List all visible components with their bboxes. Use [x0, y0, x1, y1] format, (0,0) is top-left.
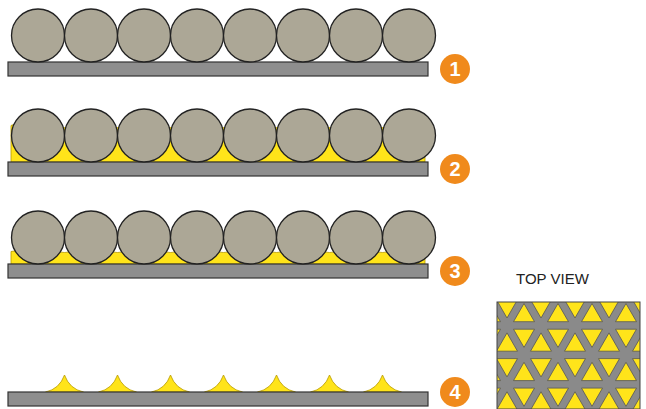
top-view-ground	[497, 302, 640, 409]
triangle-particle	[548, 362, 569, 380]
sphere	[383, 109, 436, 162]
triangle-particle	[616, 329, 637, 347]
triangle-particle	[497, 302, 518, 318]
triangle-particle	[514, 362, 535, 380]
sphere	[330, 9, 383, 62]
triangle-particle	[565, 302, 586, 318]
sphere	[65, 211, 118, 264]
callout-text: 2	[449, 159, 460, 179]
sphere	[224, 109, 277, 162]
nanoparticle	[99, 375, 137, 392]
callout-number: 2	[440, 154, 470, 184]
sphere	[224, 211, 277, 264]
sphere	[12, 211, 65, 264]
sphere	[277, 9, 330, 62]
nanoparticle	[311, 375, 349, 392]
callout-number: 3	[440, 256, 470, 286]
triangle-particle	[497, 392, 518, 409]
triangle-particle	[633, 333, 641, 351]
sphere-layer	[12, 211, 436, 264]
sphere	[383, 211, 436, 264]
triangle-particle	[514, 388, 535, 406]
nanoparticle	[364, 375, 402, 392]
callout-text: 4	[449, 382, 460, 402]
sphere	[65, 109, 118, 162]
sphere	[12, 9, 65, 62]
top-view-frame	[497, 302, 640, 409]
nanoparticle	[152, 375, 190, 392]
substrate	[8, 62, 428, 76]
triangle-particle	[565, 333, 586, 351]
nanoparticle	[205, 375, 243, 392]
triangle-particle	[531, 392, 552, 409]
triangle-particle	[582, 362, 603, 380]
triangle-particle	[582, 329, 603, 347]
sphere	[171, 109, 224, 162]
triangle-particle	[514, 304, 535, 322]
triangle-particle	[548, 329, 569, 347]
triangle-particle	[531, 302, 552, 318]
sphere	[118, 211, 171, 264]
triangle-particle	[548, 388, 569, 406]
triangle-particle	[548, 304, 569, 322]
triangle-particle	[599, 392, 620, 409]
triangle-particle	[599, 333, 620, 351]
triangle-particle	[514, 329, 535, 347]
sphere-layer	[12, 9, 436, 62]
triangle-particle	[633, 302, 641, 318]
nanoparticle	[258, 375, 296, 392]
triangle-particle	[616, 388, 637, 406]
sphere	[277, 211, 330, 264]
triangle-particle	[565, 359, 586, 377]
substrate	[8, 162, 428, 176]
sphere	[383, 9, 436, 62]
sphere	[12, 109, 65, 162]
sphere	[118, 109, 171, 162]
view-label: TOP VIEW	[516, 270, 589, 287]
triangle-particle	[599, 359, 620, 377]
triangle-particle	[633, 392, 641, 409]
triangle-particle	[531, 359, 552, 377]
substrate	[8, 264, 428, 278]
triangle-particle	[497, 333, 518, 351]
sphere	[171, 211, 224, 264]
triangle-particle	[616, 304, 637, 322]
triangle-particle	[531, 333, 552, 351]
callout-number: 4	[440, 377, 470, 407]
callout-number: 1	[440, 54, 470, 84]
sphere	[330, 211, 383, 264]
sphere	[224, 9, 277, 62]
sphere	[277, 109, 330, 162]
triangle-particle	[582, 388, 603, 406]
callout-text: 1	[449, 59, 460, 79]
triangle-particle	[565, 392, 586, 409]
sphere	[118, 9, 171, 62]
callout-text: 3	[449, 261, 460, 281]
nanoparticle	[46, 375, 84, 392]
nanoparticle-array	[46, 375, 402, 392]
triangle-particle	[582, 304, 603, 322]
substrate	[8, 392, 428, 406]
triangle-particle	[497, 359, 518, 377]
sphere	[171, 9, 224, 62]
sphere	[65, 9, 118, 62]
sphere	[330, 109, 383, 162]
triangle-particle	[616, 362, 637, 380]
sphere-layer	[12, 109, 436, 162]
triangle-particle	[599, 302, 620, 318]
triangle-particle	[633, 359, 641, 377]
